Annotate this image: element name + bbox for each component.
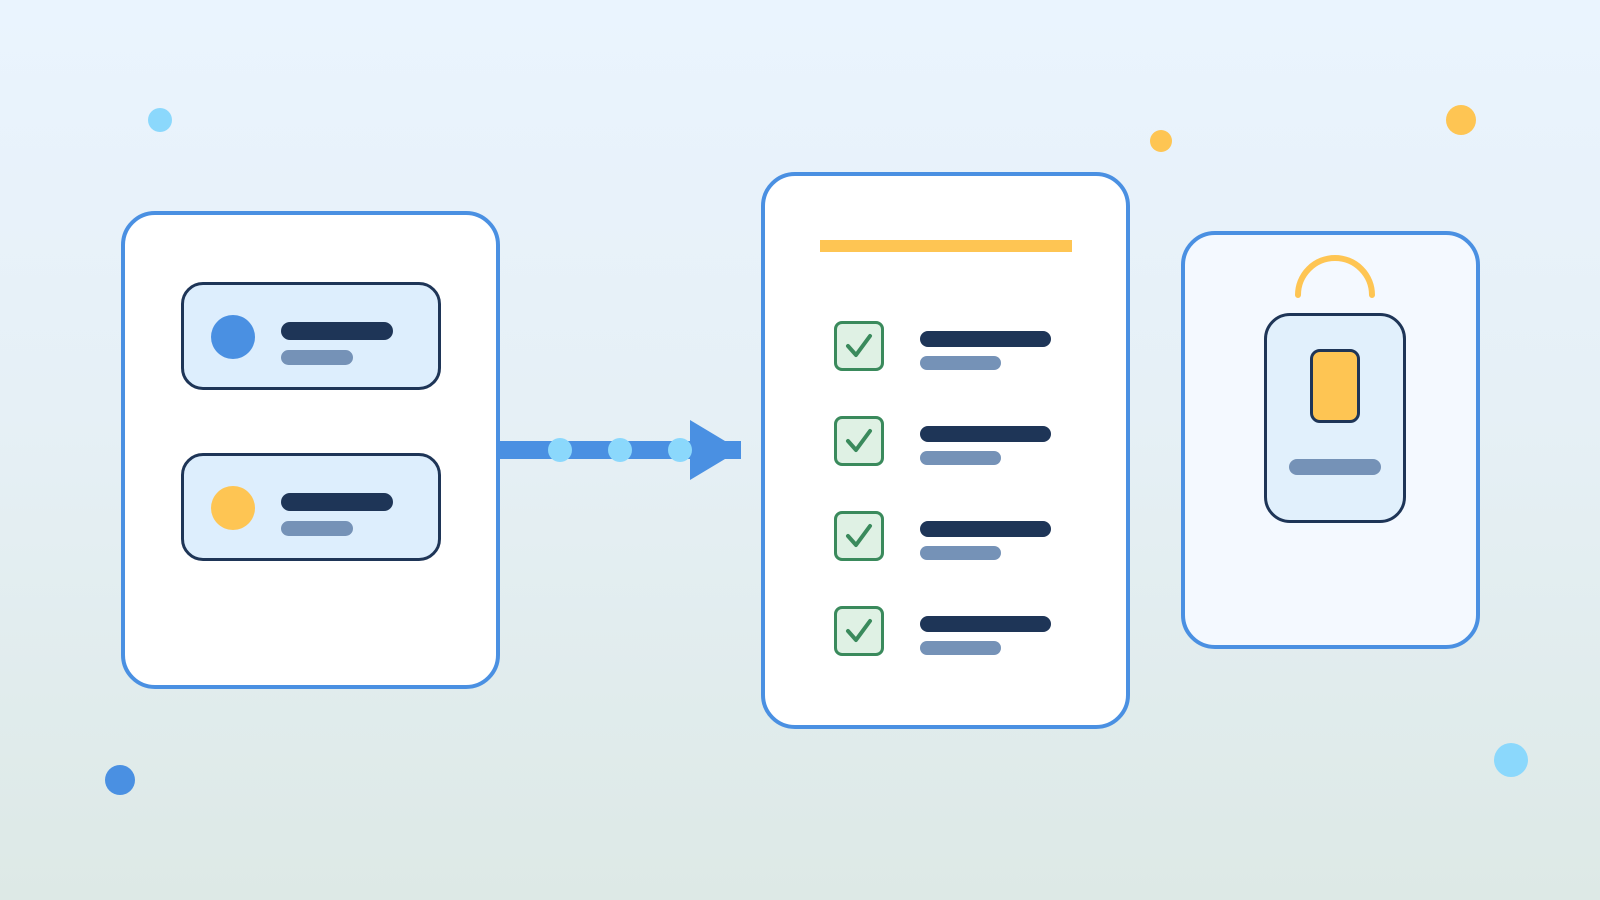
checklist-header-line: [820, 240, 1072, 252]
card-title-line: [281, 322, 393, 340]
flow-dot-icon: [608, 438, 632, 462]
checklist-item-line: [920, 426, 1051, 442]
decor-dot-yellow-top-right: [1446, 105, 1476, 135]
decor-dot-yellow-small: [1150, 130, 1172, 152]
source-card-1: [181, 282, 441, 390]
checkbox-checked-icon: [834, 416, 884, 466]
checkbox-checked-icon: [834, 511, 884, 561]
flow-dot-icon: [668, 438, 692, 462]
card-title-line: [281, 493, 393, 511]
arrow-head-icon: [690, 420, 740, 480]
checkbox-checked-icon: [834, 321, 884, 371]
lock-device-icon: [1264, 313, 1406, 523]
checklist-item-subline: [920, 451, 1001, 465]
flow-dot-icon: [548, 438, 572, 462]
checklist-item-line: [920, 521, 1051, 537]
card-subtitle-line: [281, 521, 353, 536]
decor-dot-light-blue-top-left: [148, 108, 172, 132]
device-label-line: [1289, 459, 1381, 475]
card-subtitle-line: [281, 350, 353, 365]
source-card-2: [181, 453, 441, 561]
decor-dot-light-blue-bottom-right: [1494, 743, 1528, 777]
lock-keyhole-block: [1310, 349, 1360, 423]
checkbox-checked-icon: [834, 606, 884, 656]
lock-shackle-icon: [1295, 255, 1375, 298]
device-panel: [1181, 231, 1480, 649]
checklist-item-subline: [920, 641, 1001, 655]
yellow-circle-icon: [211, 486, 255, 530]
checklist-item-line: [920, 616, 1051, 632]
checklist-panel: [761, 172, 1130, 729]
checklist-item-subline: [920, 546, 1001, 560]
blue-circle-icon: [211, 315, 255, 359]
checklist-item-subline: [920, 356, 1001, 370]
source-panel: [121, 211, 500, 689]
decor-dot-blue-bottom-left: [105, 765, 135, 795]
checklist-item-line: [920, 331, 1051, 347]
